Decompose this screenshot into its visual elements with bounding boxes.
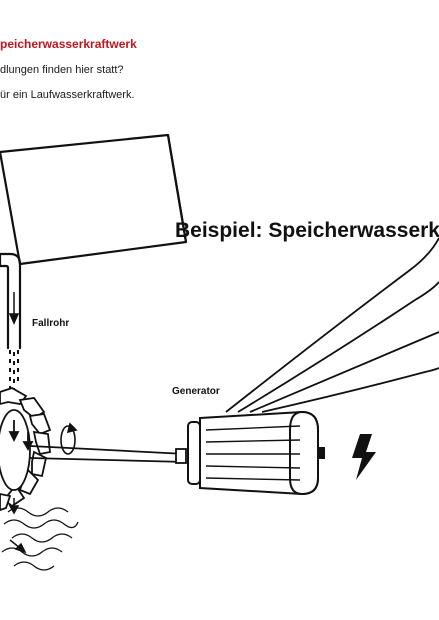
water-stream bbox=[9, 350, 19, 392]
label-generator: Generator bbox=[172, 386, 220, 397]
power-lines bbox=[225, 237, 439, 413]
drive-shaft bbox=[29, 445, 187, 464]
rotation-arrow-icon bbox=[60, 422, 78, 455]
section-heading: peicherwasserkraftwerk bbox=[0, 37, 137, 51]
reservoir bbox=[0, 133, 188, 266]
outflow-water bbox=[1, 507, 79, 571]
diagram-title: Beispiel: Speicherwasserkraftw bbox=[175, 219, 439, 242]
lightning-icon bbox=[352, 434, 376, 480]
generator bbox=[187, 410, 325, 496]
penstock-pipe bbox=[0, 252, 22, 350]
question-line-1: dlungen finden hier statt? bbox=[0, 64, 124, 76]
turbine-wheel bbox=[0, 387, 52, 511]
down-arrow-icon bbox=[8, 292, 20, 325]
label-fallrohr: Fallrohr bbox=[32, 318, 69, 329]
outflow-arrow-icon bbox=[8, 498, 27, 554]
question-line-2: ür ein Laufwasserkraftwerk. bbox=[0, 89, 135, 101]
